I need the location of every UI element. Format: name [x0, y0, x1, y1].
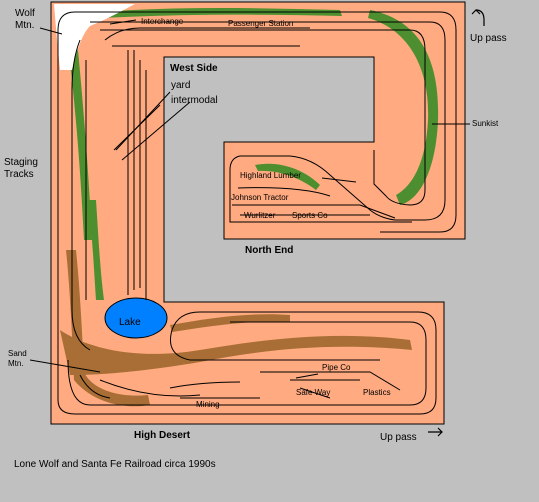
return-curve — [100, 29, 426, 206]
label-staging-tracks: Staging Tracks — [4, 157, 38, 180]
caption: Lone Wolf and Santa Fe Railroad circa 19… — [14, 459, 216, 470]
label-sand-mtn: Sand Mtn. — [8, 349, 27, 368]
leader-lines — [29, 19, 470, 379]
label-yard: yard — [171, 80, 191, 91]
label-lake: Lake — [119, 317, 141, 328]
label-mining: Mining — [196, 400, 220, 409]
label-plastics: Plastics — [363, 388, 391, 397]
label-passenger-station: Passenger Station — [228, 19, 294, 28]
label-johnson-tractor: Johnson Tractor — [231, 193, 289, 202]
label-up-pass-bottom: Up pass — [380, 432, 417, 443]
label-sports-co: Sports Co — [292, 211, 328, 220]
label-wurlitzer: Wurlitzer — [244, 211, 276, 220]
up-pass-arrow-bottom — [428, 427, 443, 437]
label-pipe-co: Pipe Co — [322, 363, 351, 372]
label-safe-way: Safe Way — [296, 388, 331, 397]
top-mainline — [75, 11, 457, 233]
label-west-side: West Side — [170, 63, 218, 74]
label-interchange: Interchange — [141, 17, 184, 26]
track-plan — [57, 11, 457, 415]
label-high-desert: High Desert — [134, 430, 191, 441]
label-wolf-mtn: Wolf Mtn. — [15, 8, 35, 31]
north-end-industry — [232, 187, 396, 219]
label-highland-lumber: Highland Lumber — [240, 171, 301, 180]
inner-mainline — [90, 21, 446, 223]
desert-sidings — [169, 371, 401, 399]
snow — [54, 4, 135, 70]
station-siding — [104, 27, 310, 41]
lake — [104, 297, 168, 339]
label-north-end: North End — [245, 245, 294, 256]
up-pass-arrow-top — [471, 9, 485, 26]
sand — [60, 250, 412, 407]
label-intermodal: intermodal — [171, 95, 218, 106]
desert-inner-loop — [67, 321, 427, 406]
label-sunkist: Sunkist — [472, 119, 499, 128]
yard-tracks — [127, 50, 147, 300]
outer-mainline — [57, 11, 437, 415]
label-up-pass-top: Up pass — [470, 33, 507, 44]
